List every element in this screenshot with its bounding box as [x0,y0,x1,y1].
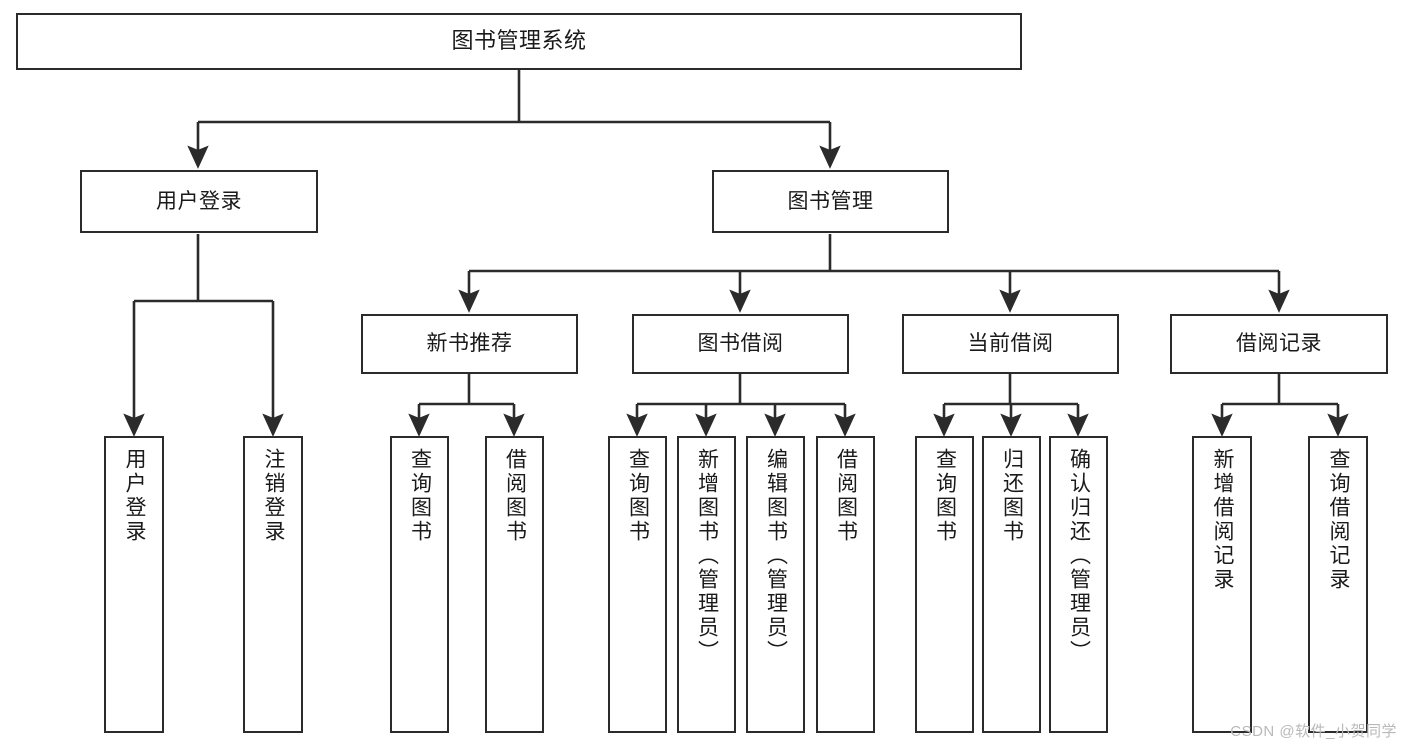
node-borrow-record[interactable]: 借阅记录 [1170,314,1388,374]
node-label: 编辑图书（管理员） [764,448,788,664]
node-label: 借阅图书 [834,448,858,544]
node-book-manage[interactable]: 图书管理 [712,170,949,233]
node-leaf-edit-book[interactable]: 编辑图书（管理员） [746,436,805,733]
node-leaf-add-record[interactable]: 新增借阅记录 [1192,436,1252,733]
node-label: 查询图书 [626,448,650,544]
node-label: 借阅图书 [503,448,527,544]
node-book-borrow[interactable]: 图书借阅 [632,314,849,374]
node-leaf-borrow-book-2[interactable]: 借阅图书 [816,436,875,733]
node-leaf-query-book-3[interactable]: 查询图书 [915,436,974,733]
node-label: 新增图书（管理员） [695,448,719,664]
node-label: 图书管理系统 [451,28,587,54]
node-label: 当前借阅 [967,332,1054,356]
node-label: 图书借阅 [697,332,784,356]
node-label: 确认归还（管理员） [1067,448,1091,664]
node-label: 用户登录 [156,189,242,213]
node-new-book-recommend[interactable]: 新书推荐 [361,314,578,374]
node-label: 查询图书 [933,448,957,544]
csdn-watermark: CSDN @软件_小贺同学 [1230,723,1397,740]
node-label: 注销登录 [262,448,286,544]
node-leaf-confirm-return[interactable]: 确认归还（管理员） [1049,436,1108,733]
node-root-book-management-system[interactable]: 图书管理系统 [16,13,1022,70]
node-leaf-user-login[interactable]: 用户登录 [104,436,164,733]
node-leaf-borrow-book-1[interactable]: 借阅图书 [485,436,544,733]
node-label: 查询借阅记录 [1327,448,1351,592]
node-label: 新书推荐 [426,332,513,356]
node-label: 归还图书 [1000,448,1024,544]
node-leaf-query-book-1[interactable]: 查询图书 [390,436,449,733]
node-current-borrow[interactable]: 当前借阅 [902,314,1119,374]
node-label: 借阅记录 [1236,332,1322,356]
node-leaf-query-record[interactable]: 查询借阅记录 [1308,436,1368,733]
node-label: 用户登录 [123,448,147,544]
node-leaf-return-book[interactable]: 归还图书 [982,436,1041,733]
node-label: 查询图书 [408,448,432,544]
node-leaf-logout[interactable]: 注销登录 [243,436,303,733]
node-leaf-query-book-2[interactable]: 查询图书 [608,436,667,733]
node-leaf-add-book[interactable]: 新增图书（管理员） [677,436,736,733]
node-label: 新增借阅记录 [1211,448,1235,592]
node-user-login[interactable]: 用户登录 [80,170,318,233]
node-label: 图书管理 [787,189,874,213]
